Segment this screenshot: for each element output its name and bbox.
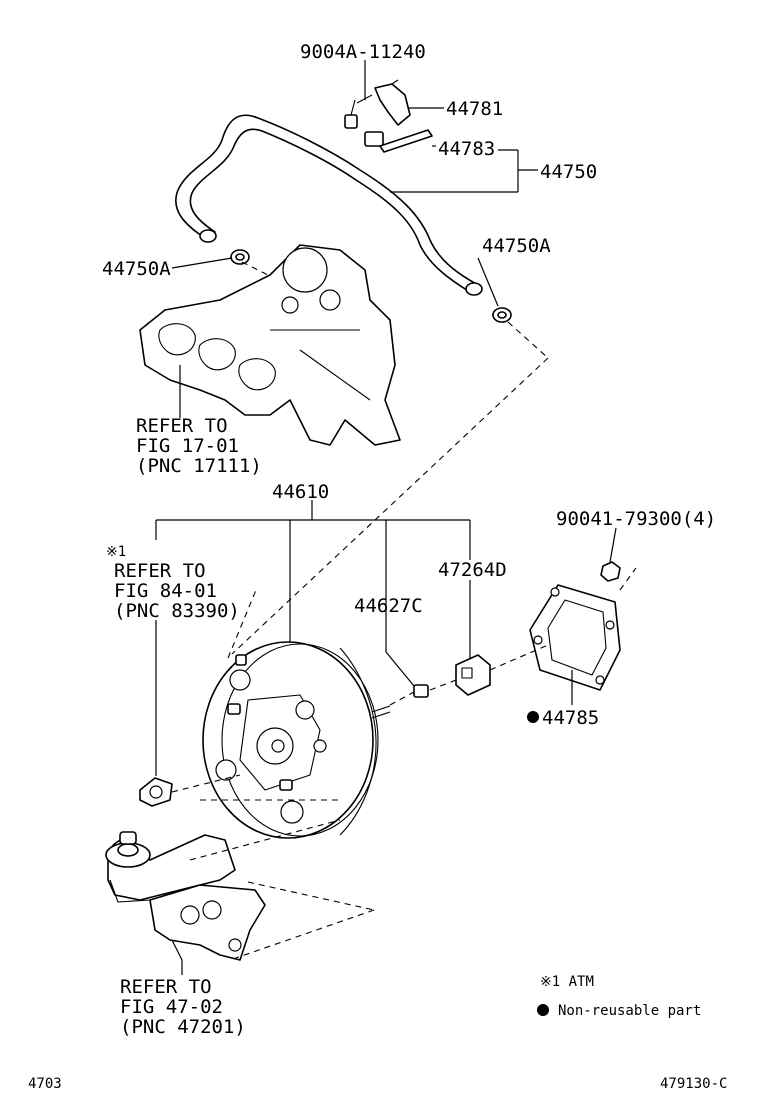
footer-left-code: 4703 <box>28 1076 62 1092</box>
refer-master-line-2: FIG 47-02 <box>120 996 223 1018</box>
label-44750: 44750 <box>540 161 597 183</box>
label-90041-79300: 90041-79300(4) <box>556 508 716 530</box>
label-44627c: 44627C <box>354 595 423 617</box>
legend-non-reusable: Non-reusable part <box>558 1003 701 1019</box>
clip-44750a-right <box>492 307 512 323</box>
leader-lines <box>155 60 617 975</box>
refer-master-line-3: (PNC 47201) <box>120 1016 246 1038</box>
label-47264d: 47264D <box>438 559 507 581</box>
atm-valve-83390 <box>139 777 173 807</box>
footer-right-code: 479130-C <box>660 1076 727 1092</box>
refer-master-note: REFER TO FIG 47-02 (PNC 47201) <box>120 976 246 1038</box>
non-reusable-dot-icon <box>527 711 539 723</box>
refer-atm-line-1: REFER TO <box>114 560 206 582</box>
label-44610: 44610 <box>272 481 329 503</box>
refer-manifold-note: REFER TO FIG 17-01 (PNC 17111) <box>136 415 262 477</box>
clamp-44783 <box>364 129 433 153</box>
refer-atm-line-2: FIG 84-01 <box>114 580 217 602</box>
refer-manifold-line-1: REFER TO <box>136 415 228 437</box>
refer-master-line-1: REFER TO <box>120 976 212 998</box>
refer-manifold-line-3: (PNC 17111) <box>136 455 262 477</box>
bolt-9004a-11240 <box>344 94 373 129</box>
clip-44750a-left <box>230 249 250 265</box>
refer-atm-line-3: (PNC 83390) <box>114 600 240 622</box>
check-valve-44627c <box>413 684 429 698</box>
legend-dot-icon <box>537 1004 549 1016</box>
alignment-lines <box>171 261 637 961</box>
label-9004a-11240: 9004A-11240 <box>300 41 426 63</box>
label-44750a-left: 44750A <box>102 258 171 280</box>
label-44783: 44783 <box>438 138 495 160</box>
label-44781: 44781 <box>446 98 503 120</box>
master-cylinder-47201 <box>105 831 266 961</box>
legend: ※1 ATM Non-reusable part <box>537 974 701 1019</box>
brake-booster-44610 <box>202 641 391 839</box>
label-44750a-right: 44750A <box>482 235 551 257</box>
refer-atm-note: REFER TO FIG 84-01 (PNC 83390) <box>114 560 240 622</box>
bracket-44781 <box>374 79 411 126</box>
intake-manifold <box>139 244 401 446</box>
nut-90041-79300 <box>600 561 621 582</box>
refer-manifold-line-2: FIG 17-01 <box>136 435 239 457</box>
legend-atm-note: ※1 ATM <box>540 974 594 990</box>
label-44785: 44785 <box>542 707 599 729</box>
atm-mark: ※1 <box>106 544 126 560</box>
vacuum-hose-44750 <box>175 114 483 296</box>
gasket-44785 <box>529 584 621 691</box>
grommet-47264d <box>455 654 491 696</box>
